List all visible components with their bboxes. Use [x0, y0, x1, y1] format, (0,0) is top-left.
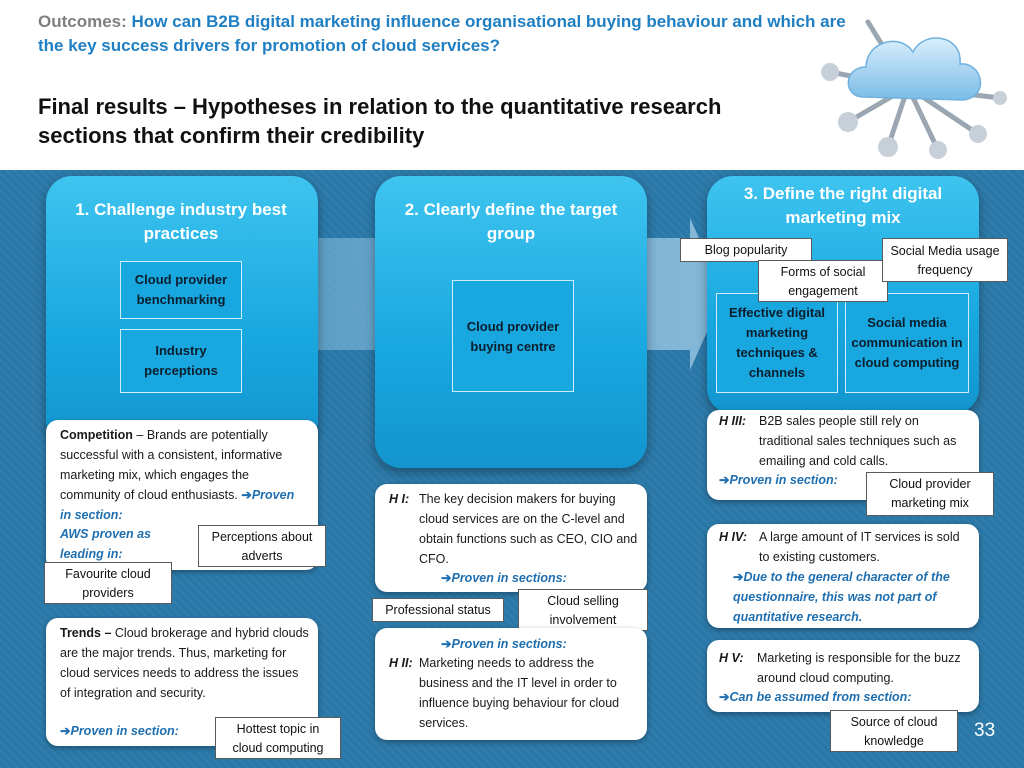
- h5-text: Marketing is responsible for the buzz ar…: [757, 648, 973, 688]
- arrow-icon: ➔: [441, 637, 451, 651]
- arrow-icon: ➔: [441, 571, 451, 585]
- tag-professional-status: Professional status: [372, 598, 504, 622]
- pillar-2-title: 2. Clearly define the target group: [400, 198, 622, 246]
- competition-label: Competition: [60, 428, 133, 442]
- h1-label: H I:: [389, 492, 409, 506]
- h3-label: H III:: [719, 414, 746, 428]
- h5-proven: Can be assumed from section:: [729, 690, 911, 704]
- hypothesis-5-card: H V: Marketing is responsible for the bu…: [707, 640, 979, 712]
- h1-text: The key decision makers for buying cloud…: [419, 489, 641, 569]
- h4-label: H IV:: [719, 530, 747, 544]
- h1-proven: Proven in sections:: [451, 571, 566, 585]
- outcomes-question: How can B2B digital marketing influence …: [38, 12, 846, 55]
- outcomes-prefix: Outcomes:: [38, 12, 127, 31]
- cloud-icon: [808, 2, 1008, 160]
- h2-label: H II:: [389, 656, 413, 670]
- arrow-icon: ➔: [241, 488, 251, 502]
- tag-favourite-cloud: Favourite cloud providers: [44, 562, 172, 604]
- h2-text: Marketing needs to address the business …: [419, 653, 643, 733]
- h3-text: B2B sales people still rely on tradition…: [759, 411, 973, 471]
- outcomes-heading: Outcomes: How can B2B digital marketing …: [38, 10, 858, 58]
- tag-perceptions-adverts: Perceptions about adverts: [198, 525, 326, 567]
- tag-cloud-selling: Cloud selling involvement: [518, 589, 648, 631]
- h5-label: H V:: [719, 651, 744, 665]
- pillar-1-box-perceptions: Industry perceptions: [120, 329, 242, 393]
- pillar-1-box-benchmarking: Cloud provider benchmarking: [120, 261, 242, 319]
- tag-social-usage: Social Media usage frequency: [882, 238, 1008, 282]
- hypothesis-2-card: ➔Proven in sections: H II: Marketing nee…: [375, 628, 647, 740]
- arrow-icon: ➔: [719, 690, 729, 704]
- arrow-icon: ➔: [719, 473, 729, 487]
- pillar-3-box-social-media: Social media communication in cloud comp…: [845, 293, 969, 393]
- tag-blog-popularity: Blog popularity: [680, 238, 812, 262]
- h4-text: A large amount of IT services is sold to…: [759, 527, 973, 567]
- aws-proven-label: AWS proven as leading in:: [60, 524, 180, 564]
- pillar-1-title: 1. Challenge industry best practices: [70, 198, 292, 246]
- h3-proven: Proven in section:: [729, 473, 837, 487]
- h2-proven: Proven in sections:: [451, 637, 566, 651]
- final-results-title: Final results – Hypotheses in relation t…: [38, 92, 798, 150]
- arrow-icon: ➔: [60, 724, 70, 738]
- arrow-icon: ➔: [733, 570, 743, 584]
- pillar-3-box-techniques: Effective digital marketing techniques &…: [716, 293, 838, 393]
- hypothesis-1-card: H I: The key decision makers for buying …: [375, 484, 647, 592]
- pillar-2-box-buying-centre: Cloud provider buying centre: [452, 280, 574, 392]
- trends-label: Trends –: [60, 626, 111, 640]
- slide-header: Outcomes: How can B2B digital marketing …: [0, 0, 1024, 170]
- pillar-3-title: 3. Define the right digital marketing mi…: [722, 182, 964, 230]
- page-number: 33: [974, 720, 995, 742]
- tag-forms-social: Forms of social engagement: [758, 260, 888, 302]
- tag-source-knowledge: Source of cloud knowledge: [830, 710, 958, 752]
- tag-cloud-provider-mix: Cloud provider marketing mix: [866, 472, 994, 516]
- hypothesis-4-card: H IV: A large amount of IT services is s…: [707, 524, 979, 628]
- tag-hottest-topic: Hottest topic in cloud computing: [215, 717, 341, 759]
- h4-proven: Due to the general character of the ques…: [733, 570, 950, 624]
- trends-proven: Proven in section:: [70, 724, 178, 738]
